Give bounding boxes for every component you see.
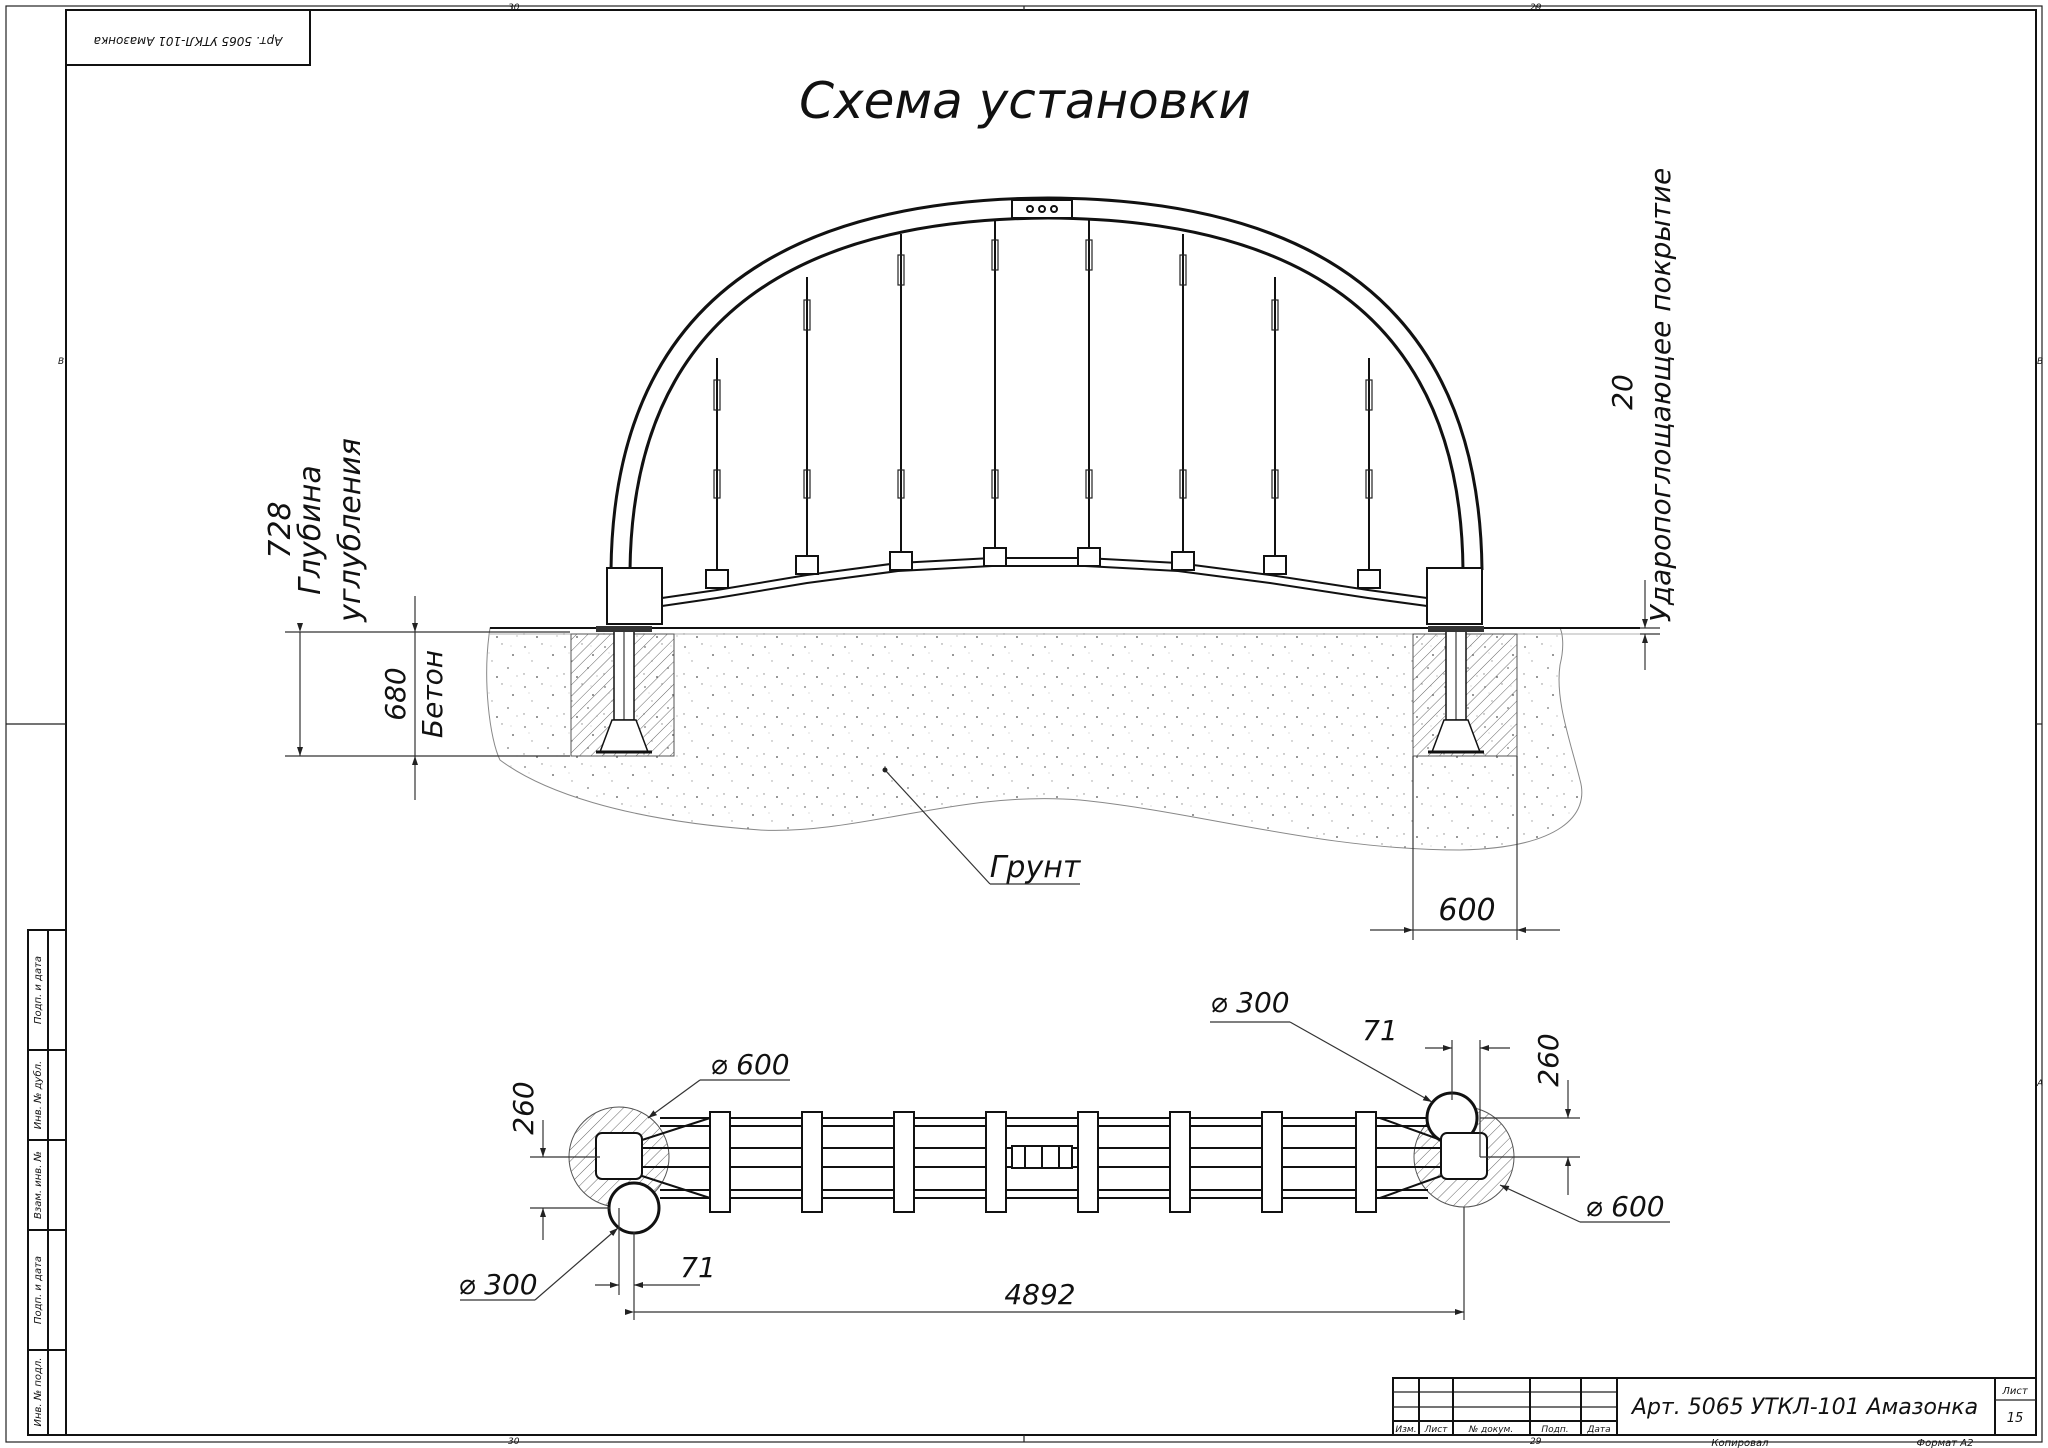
depth-value: 728: [263, 501, 298, 558]
tb-col-date: Дата: [1586, 1425, 1610, 1435]
arch-top-clamp: [1011, 199, 1073, 219]
page-title: Схема установки: [799, 72, 1251, 130]
zone-mark-left-b: B: [58, 357, 64, 367]
depth-label-line1: Глубина: [293, 465, 328, 595]
stamp-rotated-text: Арт. 5065 УТКЛ-101 Амазонка: [94, 34, 284, 48]
plan-dim-71-bottom: 71: [680, 1251, 716, 1284]
depth-label-line2: углубления: [333, 438, 368, 623]
width-600-label: 600: [1438, 893, 1495, 928]
side-strip: Подп. и дата Инв. № дубл. Взам. инв. № П…: [27, 929, 67, 1436]
plan-dim-260-left: 260: [507, 1081, 540, 1134]
inner-frame: [65, 9, 2037, 1436]
plan-d600-left: ⌀ 600: [710, 1048, 789, 1081]
plan-dim-71-top: 71: [1362, 1014, 1398, 1047]
rope-6: [1171, 234, 1195, 571]
arch-base-right: [1426, 567, 1483, 625]
tb-format: Формат А2: [1917, 1438, 1974, 1448]
side-strip-label-4: Подп. и дата: [33, 1256, 44, 1324]
side-strip-label-2: Инв. № дубл.: [32, 1061, 44, 1129]
tb-col-podp: Подп.: [1541, 1425, 1568, 1435]
walkway-lower: [661, 565, 1428, 607]
zone-mark-bottom-left: 30: [508, 1437, 520, 1447]
plan-d300-top: ⌀ 300: [1210, 986, 1289, 1019]
elevation-view: 728 Глубина углубления 680 Бетон 20 Удар…: [263, 168, 1677, 940]
plan-d600-right: ⌀ 600: [1585, 1190, 1664, 1223]
plan-dim-260-right: 260: [1532, 1033, 1565, 1086]
tb-sheet-label: Лист: [2001, 1386, 2029, 1397]
zone-mark-right-b: B: [2037, 357, 2043, 367]
zone-mark-right-a: A: [2036, 1079, 2043, 1089]
tb-designation: Арт. 5065 УТКЛ-101 Амазонка: [1630, 1395, 1978, 1420]
arch-outer: [609, 196, 1484, 571]
side-strip-label-5: Инв. № подл.: [33, 1358, 44, 1427]
zone-mark-bottom-right: 29: [1530, 1437, 1542, 1447]
ground-soil: [486, 627, 1583, 851]
plan-view: ⌀ 300 71 260 ⌀ 600 ⌀ 600 260 ⌀ 300: [458, 986, 1670, 1320]
coating-value: 20: [1606, 374, 1639, 410]
title-block: Изм. Лист № докум. Подп. Дата Арт. 5065 …: [1392, 1377, 2037, 1448]
arch-inner: [628, 216, 1465, 571]
rope-5: [1077, 220, 1101, 567]
zone-mark-top-right: 29: [1530, 3, 1542, 13]
tb-col-list: Лист: [1424, 1425, 1449, 1435]
side-strip-label-3: Взам. инв. №: [33, 1151, 44, 1219]
concrete-label: Бетон: [416, 650, 449, 738]
coating-label: Ударопоглощающее покрытие: [1644, 168, 1677, 622]
tb-col-izm: Изм.: [1395, 1425, 1416, 1435]
rope-4: [983, 220, 1007, 567]
concrete-value: 680: [379, 667, 412, 720]
plan-post-left: [607, 1181, 661, 1235]
rope-2: [795, 277, 819, 575]
plan-d300-bottom: ⌀ 300: [458, 1268, 537, 1301]
side-strip-label-1: Подп. и дата: [33, 956, 44, 1024]
stamp-box: [65, 9, 311, 66]
rope-3: [889, 234, 913, 571]
anchor-right: [1428, 626, 1484, 754]
tb-copied: Копировал: [1711, 1438, 1769, 1448]
tb-sheet-number: 15: [2007, 1411, 2024, 1426]
tb-col-doc: № докум.: [1468, 1425, 1513, 1435]
zone-mark-top-left: 30: [508, 3, 520, 13]
ground-label: Грунт: [990, 850, 1082, 885]
anchor-left: [596, 626, 652, 754]
arch-base-left: [606, 567, 663, 625]
rope-8: [1357, 358, 1381, 589]
walkway-upper: [661, 557, 1428, 599]
rope-1: [705, 358, 729, 589]
rope-7: [1263, 277, 1287, 575]
plan-dim-4892: 4892: [1004, 1278, 1075, 1311]
